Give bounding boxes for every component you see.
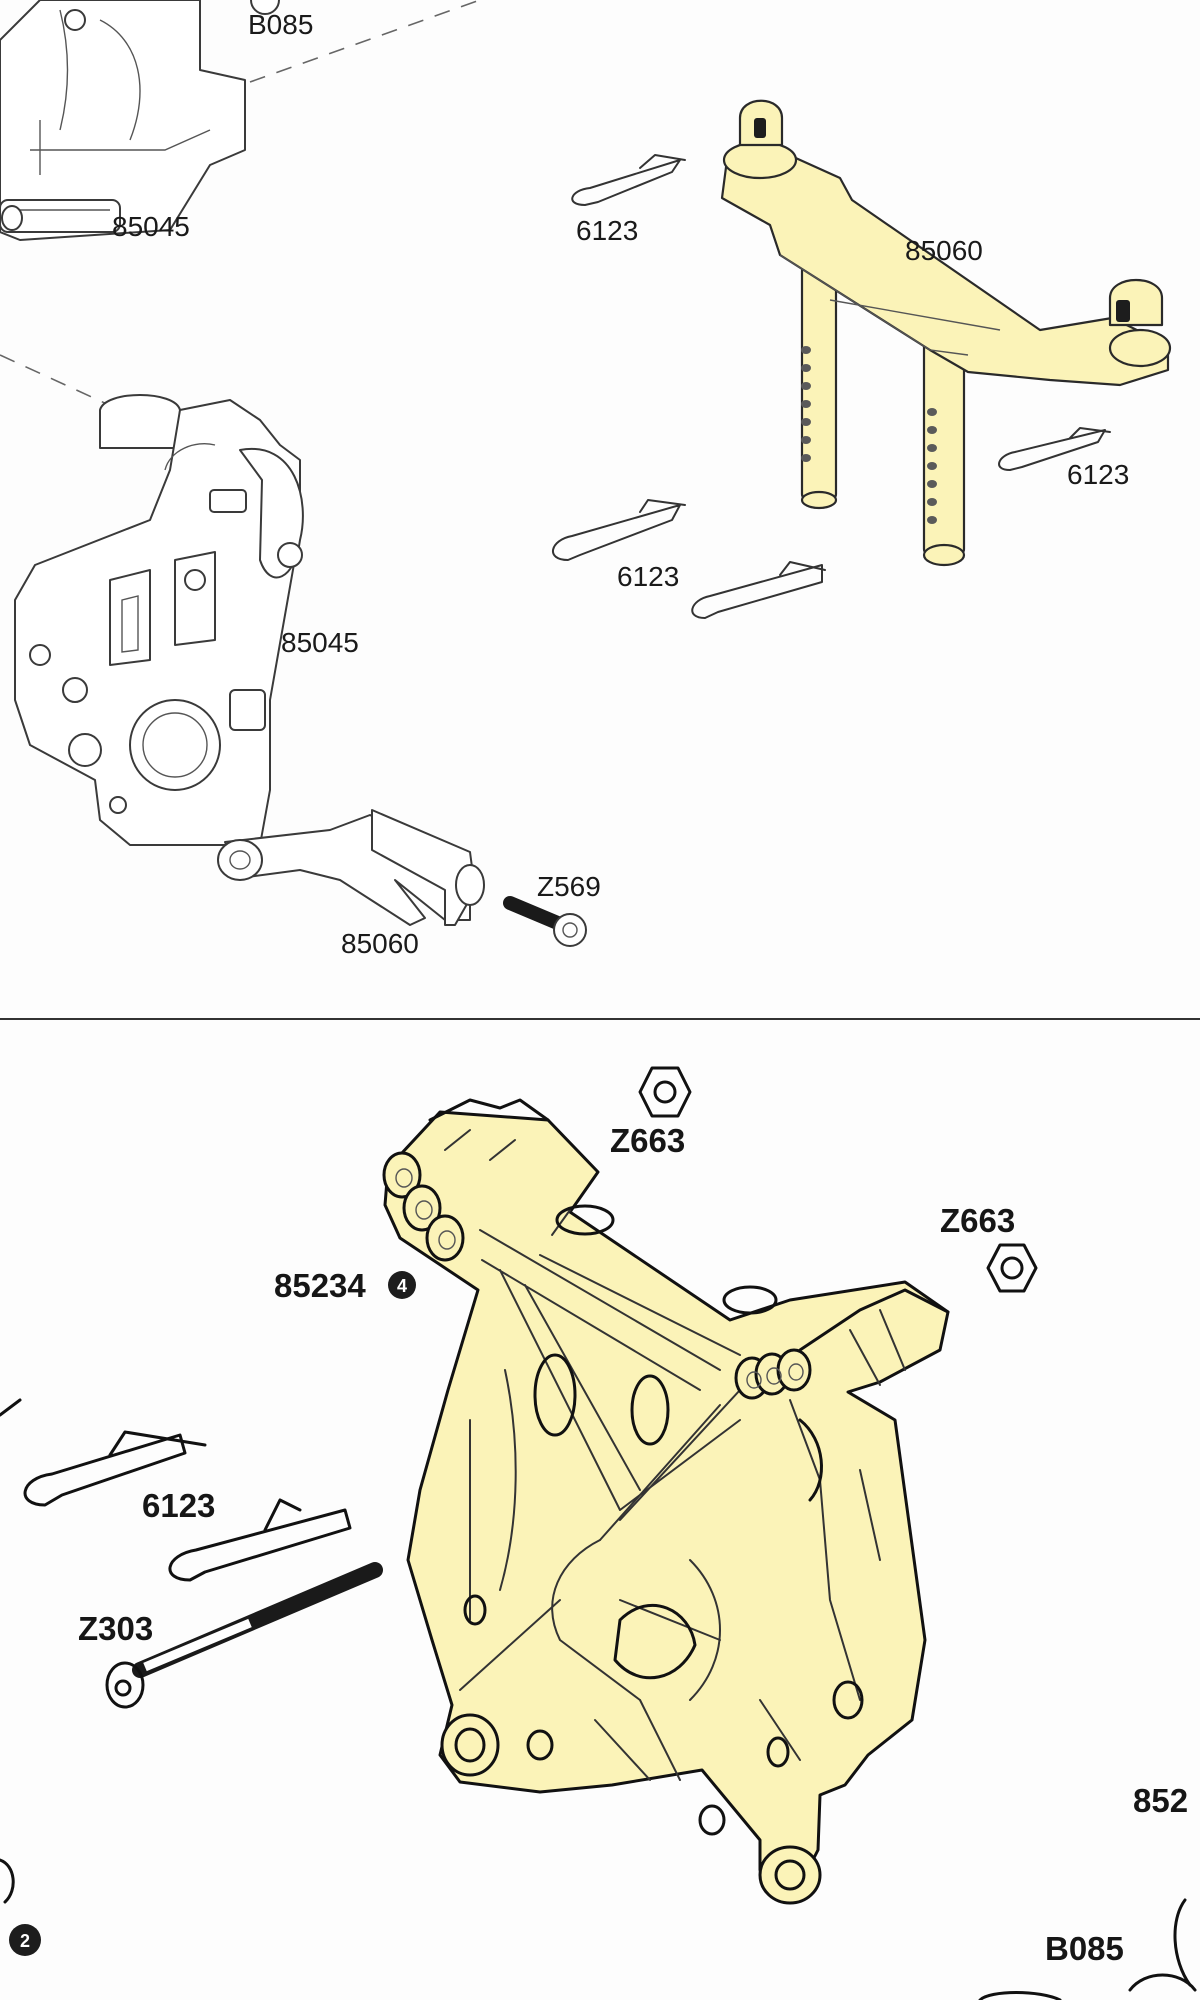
- post-adjust-holes: [801, 346, 937, 524]
- label-85234: 85234: [274, 1267, 366, 1304]
- label-z663-a: Z663: [610, 1122, 685, 1159]
- label-z569: Z569: [537, 871, 601, 902]
- screw-part: [503, 896, 587, 947]
- callout-tower-qty: 4: [388, 1271, 416, 1299]
- nuts: [638, 1066, 1038, 1293]
- label-85045-lower: 85045: [281, 627, 359, 658]
- shock-tower-part: [382, 1098, 950, 1905]
- upper-mount-part: [0, 0, 280, 241]
- bottom-panel: Z663 Z663 85234 4 6123 Z303 852 B085 2: [0, 1066, 1197, 2000]
- edge-partial-parts: [0, 1858, 1197, 2000]
- tower-web-lines: [459, 1209, 881, 1781]
- callout-left-qty-text: 2: [20, 1931, 30, 1951]
- label-6123-a: 6123: [576, 215, 638, 246]
- lower-mount-part: [14, 394, 304, 846]
- label-b085-bottom: B085: [1045, 1930, 1124, 1967]
- label-852-partial: 852: [1133, 1782, 1188, 1819]
- body-post-part: [720, 99, 1172, 567]
- nut-a: [638, 1066, 692, 1118]
- label-85045-upper: 85045: [112, 211, 190, 242]
- tower-pivot-left: [382, 1098, 550, 1262]
- nut-b: [986, 1243, 1038, 1293]
- label-6123-bottom: 6123: [142, 1487, 215, 1524]
- bottom-clips: [0, 1398, 352, 1582]
- label-b085-top: B085: [248, 9, 313, 40]
- lower-post-part: [217, 809, 485, 926]
- label-85060-bottom: 85060: [341, 928, 419, 959]
- top-panel-labels: B085 85045 6123 85060 6123 6123 85045 Z5…: [112, 9, 1129, 959]
- label-85060-top: 85060: [905, 235, 983, 266]
- tower-bottom-mounts: [440, 1594, 864, 1905]
- bottom-panel-labels: Z663 Z663 85234 4 6123 Z303 852 B085 2: [20, 1122, 1188, 1967]
- body-clips: [551, 154, 1111, 619]
- tower-pivot-right: [734, 1288, 950, 1400]
- label-z303: Z303: [78, 1610, 153, 1647]
- callout-left-qty: 2: [20, 1931, 30, 1951]
- callout-tower-qty-text: 4: [397, 1276, 407, 1296]
- top-panel: B085 85045 6123 85060 6123 6123 85045 Z5…: [0, 0, 1172, 959]
- label-6123-b: 6123: [1067, 459, 1129, 490]
- label-z663-b: Z663: [940, 1202, 1015, 1239]
- bolt-part: [105, 1562, 383, 1709]
- label-6123-c: 6123: [617, 561, 679, 592]
